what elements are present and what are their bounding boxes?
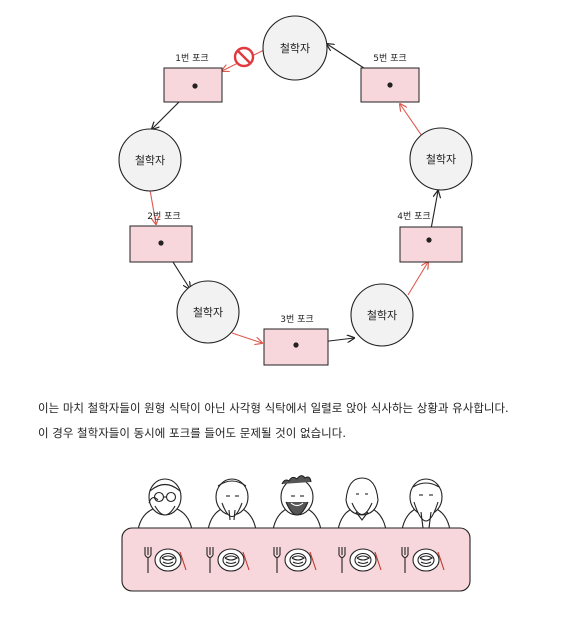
svg-text:철학자: 철학자 — [135, 154, 165, 167]
svg-text:철학자: 철학자 — [426, 153, 456, 166]
place-setting-2 — [206, 547, 250, 573]
philosopher-3: 철학자 — [176, 280, 240, 344]
fork-4: 4번 포크 — [397, 211, 463, 263]
svg-text:5번 포크: 5번 포크 — [373, 53, 406, 64]
svg-text:철학자: 철학자 — [367, 309, 397, 322]
person-2 — [207, 478, 257, 531]
person-4 — [337, 477, 387, 531]
philosopher-1: 철학자 — [262, 15, 328, 81]
arrow-p2-to-fork2 — [149, 189, 156, 224]
philosopher-2: 철학자 — [118, 128, 182, 192]
svg-text:2번 포크: 2번 포크 — [147, 211, 180, 222]
arrow-p3-to-fork3 — [231, 332, 262, 343]
philosopher-5: 철학자 — [409, 127, 473, 191]
philosopher-4: 철학자 — [350, 283, 414, 347]
fork-3: 3번 포크 — [263, 314, 329, 366]
arrow-p4-to-fork4 — [407, 262, 428, 296]
svg-text:4번 포크: 4번 포크 — [397, 211, 430, 222]
svg-text:철학자: 철학자 — [280, 42, 310, 55]
place-setting-5 — [401, 547, 445, 573]
table-illustration — [121, 475, 471, 592]
fork-1: 1번 포크 — [163, 53, 223, 103]
place-setting-3 — [273, 547, 317, 573]
caption-line-1: 이는 마치 철학자들이 원형 식탁이 아닌 사각형 식탁에서 일렬로 앉아 식사… — [38, 401, 509, 415]
place-setting-1 — [144, 547, 187, 573]
fork-2: 2번 포크 — [129, 211, 193, 263]
fork-5: 5번 포크 — [360, 53, 420, 103]
arrow-p5-to-fork5 — [400, 104, 423, 137]
place-setting-4 — [338, 547, 382, 573]
svg-text:철학자: 철학자 — [193, 306, 223, 319]
svg-text:1번 포크: 1번 포크 — [175, 53, 208, 64]
person-3 — [272, 475, 322, 531]
prohibited-icon — [233, 46, 255, 68]
person-5 — [401, 478, 451, 531]
caption-line-2: 이 경우 철학자들이 동시에 포크를 들어도 문제될 것이 없습니다. — [38, 426, 346, 440]
svg-text:3번 포크: 3번 포크 — [280, 314, 313, 325]
person-1 — [137, 478, 193, 531]
